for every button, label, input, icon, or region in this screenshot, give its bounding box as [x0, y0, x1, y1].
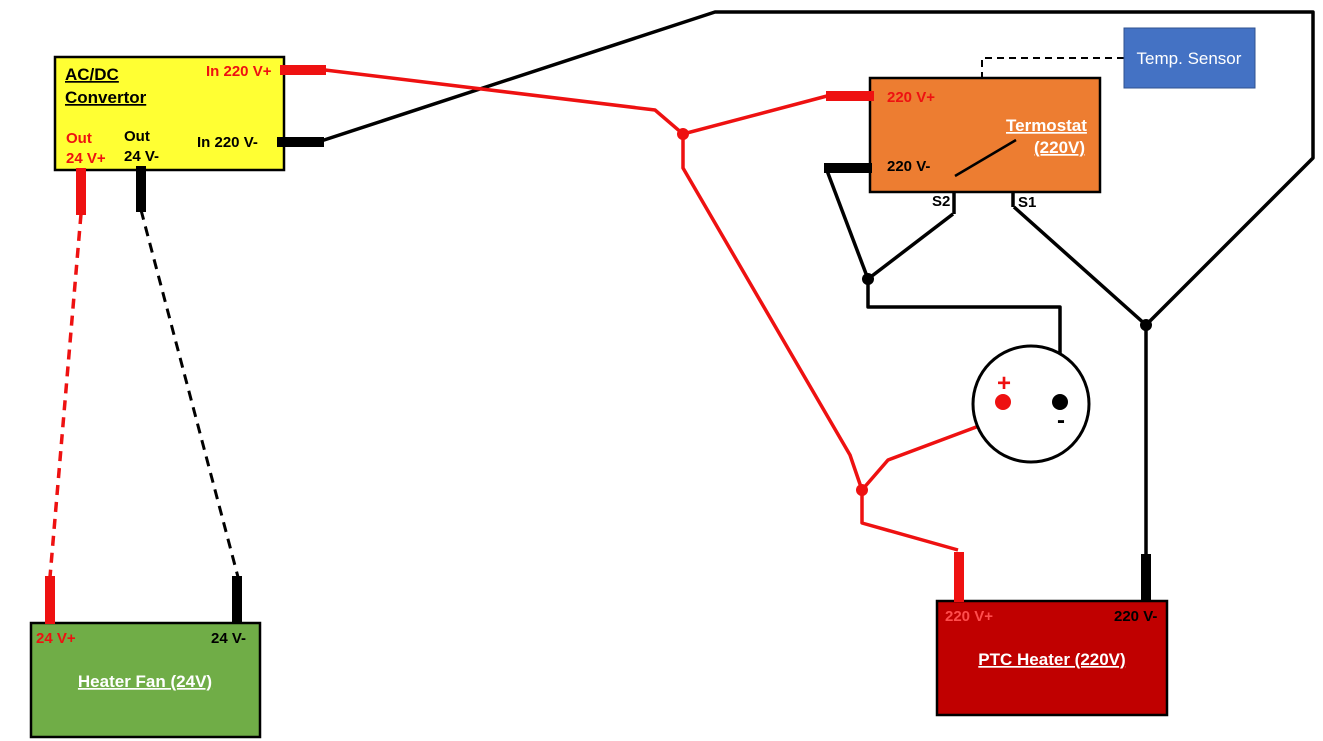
heater-fan: 24 V+ 24 V- Heater Fan (24V) — [29, 576, 262, 739]
indicator-pos-terminal — [995, 394, 1011, 410]
junction-dot-red-bottom — [856, 484, 868, 496]
wire-junction-to-heater-pos — [860, 490, 959, 552]
thermostat-title-line2: (220V) — [1034, 138, 1085, 157]
fan-title: Heater Fan (24V) — [78, 672, 212, 691]
converter-out-neg-line1: Out — [124, 128, 150, 145]
thermostat-neg-label: 220 V- — [887, 158, 930, 175]
indicator-lamp: + - — [971, 344, 1091, 464]
converter-in-pos-label: In 220 V+ — [206, 63, 272, 80]
terminal-converter-out-neg — [136, 166, 146, 212]
negative-wires — [317, 10, 1315, 555]
wire-junction-to-indicator-pos — [860, 415, 1004, 492]
terminal-thermostat-neg — [824, 163, 872, 173]
indicator-circle — [971, 344, 1091, 464]
junction-dot-black-right — [1140, 319, 1152, 331]
converter-out-neg-line2: 24 V- — [124, 148, 159, 165]
converter-title-line1: AC/DC — [65, 65, 119, 84]
terminal-heater-pos — [954, 552, 964, 602]
terminal-converter-out-pos — [76, 168, 86, 215]
fan-box — [29, 621, 262, 739]
temp-sensor: Temp. Sensor — [1123, 27, 1256, 89]
ptc-heater: 220 V+ 220 V- PTC Heater (220V) — [935, 552, 1169, 717]
wire-24v-neg-dashed — [139, 209, 240, 578]
indicator-neg-terminal — [1052, 394, 1068, 410]
indicator-plus-label: + — [997, 370, 1011, 397]
wire-junction-to-thermostat-pos — [682, 94, 828, 136]
thermostat-title-line1: Termostat — [1006, 116, 1087, 135]
thermostat-pos-label: 220 V+ — [887, 89, 935, 106]
converter-out-pos-line1: Out — [66, 130, 92, 147]
terminal-fan-pos — [45, 576, 55, 624]
converter-title-line2: Convertor — [65, 88, 147, 107]
indicator-minus-label: - — [1057, 407, 1065, 434]
junction-dot-black-left — [862, 273, 874, 285]
terminal-heater-neg — [1141, 554, 1151, 602]
thermostat-box — [868, 76, 1102, 194]
converter-box — [53, 55, 286, 172]
converter-out-pos-line2: 24 V+ — [66, 150, 106, 167]
thermostat-s1-label: S1 — [1018, 194, 1036, 211]
wire-thermostat-neg-to-junction — [824, 167, 870, 280]
heater-pos-label: 220 V+ — [945, 608, 993, 625]
thermostat-s2-label: S2 — [932, 193, 950, 210]
fan-pos-label: 24 V+ — [36, 630, 76, 647]
acdc-converter: AC/DC Convertor In 220 V+ In 220 V- Out … — [53, 55, 326, 215]
switch-blade — [954, 138, 1017, 178]
fan-neg-label: 24 V- — [211, 630, 246, 647]
heater-box — [935, 599, 1169, 717]
heater-title: PTC Heater (220V) — [978, 650, 1125, 669]
wire-converter-neg-to-sensor-loop — [317, 10, 1315, 327]
terminal-converter-in-neg — [277, 137, 324, 147]
converter-in-neg-label: In 220 V- — [197, 134, 258, 151]
positive-wires — [324, 68, 1004, 552]
thermostat: Termostat (220V) 220 V+ 220 V- S2 S1 — [824, 76, 1102, 211]
terminal-fan-neg — [232, 576, 242, 624]
junction-dot-red-top — [677, 128, 689, 140]
sensor-label: Temp. Sensor — [1137, 49, 1242, 68]
wire-24v-pos-dashed — [48, 213, 83, 578]
sensor-box — [1123, 27, 1256, 89]
terminal-converter-in-pos — [280, 65, 326, 75]
wire-converter-pos-to-junction — [324, 68, 685, 136]
wire-s2-to-junction — [866, 212, 955, 281]
wire-junction-to-heater-junction — [681, 134, 864, 491]
terminal-thermostat-pos — [826, 91, 874, 101]
heater-neg-label: 220 V- — [1114, 608, 1157, 625]
